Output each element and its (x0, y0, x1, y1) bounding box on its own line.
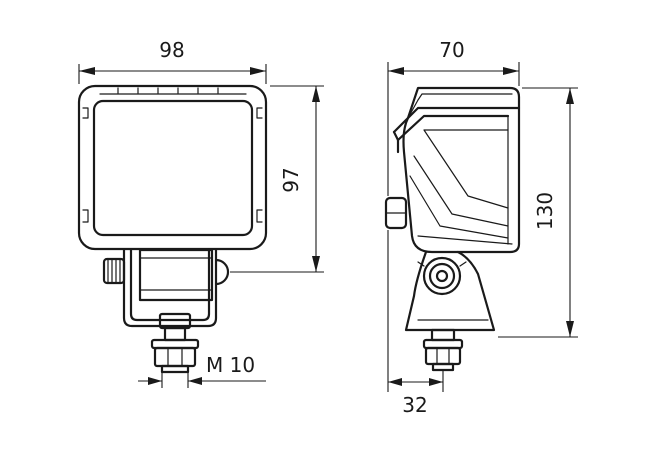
front-connector (138, 248, 214, 302)
dim-front-height-extensions (230, 85, 324, 273)
front-thread-stub (160, 364, 190, 374)
side-pivot-lugs (417, 261, 467, 267)
dim-side-depth-label: 70 (439, 38, 464, 62)
front-housing (77, 84, 268, 251)
front-nut-facets (167, 347, 183, 367)
dim-side-height-arrow-down (566, 321, 574, 337)
front-right-clips (256, 107, 263, 223)
side-housing (402, 86, 521, 254)
side-bezel-top (392, 106, 521, 134)
front-bolt-neck (163, 326, 187, 342)
front-bracket (122, 248, 218, 328)
front-left-knob (102, 257, 126, 285)
dim-arrow-down (312, 256, 320, 272)
front-left-clips (82, 107, 89, 223)
front-knob-ridges (107, 258, 121, 284)
side-face-lines (409, 129, 509, 239)
side-top-ridge (407, 93, 513, 119)
dim-front-height: 97 (230, 85, 324, 273)
dim-arrow-up (312, 86, 320, 102)
dim-front-height-label: 97 (279, 167, 303, 192)
front-right-knob (214, 258, 230, 286)
side-bolt-neck (430, 328, 456, 342)
front-view (77, 84, 268, 374)
front-rim-ticks (117, 87, 219, 94)
dim-mount-extensions (387, 230, 444, 392)
side-thread-stub (431, 362, 455, 372)
dim-front-width-label: 98 (159, 38, 184, 62)
dim-thread: M 10 (138, 353, 266, 388)
dim-front-width-extensions (78, 64, 267, 84)
dim-side-arrow-left (388, 67, 404, 75)
front-lens (92, 99, 254, 237)
front-nut (153, 346, 197, 368)
dim-mount-label: 32 (402, 393, 427, 417)
side-pivot-mid (428, 262, 456, 290)
dim-thread-label: M 10 (206, 353, 255, 377)
dim-side-height: 130 (498, 87, 578, 338)
front-bracket-inner (129, 248, 211, 322)
dim-mount-offset: 32 (387, 230, 444, 417)
dim-arrow-left (79, 67, 95, 75)
side-pivot-outer (422, 256, 462, 296)
dim-mount-arrow-right (429, 378, 443, 386)
side-nut (424, 346, 462, 366)
side-washer (422, 338, 464, 350)
dim-side-height-extensions (498, 87, 578, 338)
dim-arrow-right (250, 67, 266, 75)
side-bezel-edge (392, 130, 400, 154)
front-washer (150, 338, 200, 350)
side-bottom-rim (417, 235, 513, 245)
front-connector-lines (139, 257, 213, 291)
dim-thread-arrow-left (148, 377, 162, 385)
side-nut-facets (436, 347, 450, 365)
dim-side-height-arrow-up (566, 88, 574, 104)
dim-front-width: 98 (78, 38, 267, 84)
dim-side-depth: 70 (387, 38, 520, 196)
side-bezel-top-inner (396, 114, 510, 142)
side-view (384, 86, 521, 372)
dim-thread-arrow-right (188, 377, 202, 385)
side-pivot-inner (435, 269, 449, 283)
dim-side-height-label: 130 (533, 192, 557, 230)
dim-mount-arrow-left (388, 378, 402, 386)
dim-thread-extensions (161, 372, 189, 388)
dim-side-depth-extensions (387, 62, 520, 196)
dim-side-arrow-right (503, 67, 519, 75)
